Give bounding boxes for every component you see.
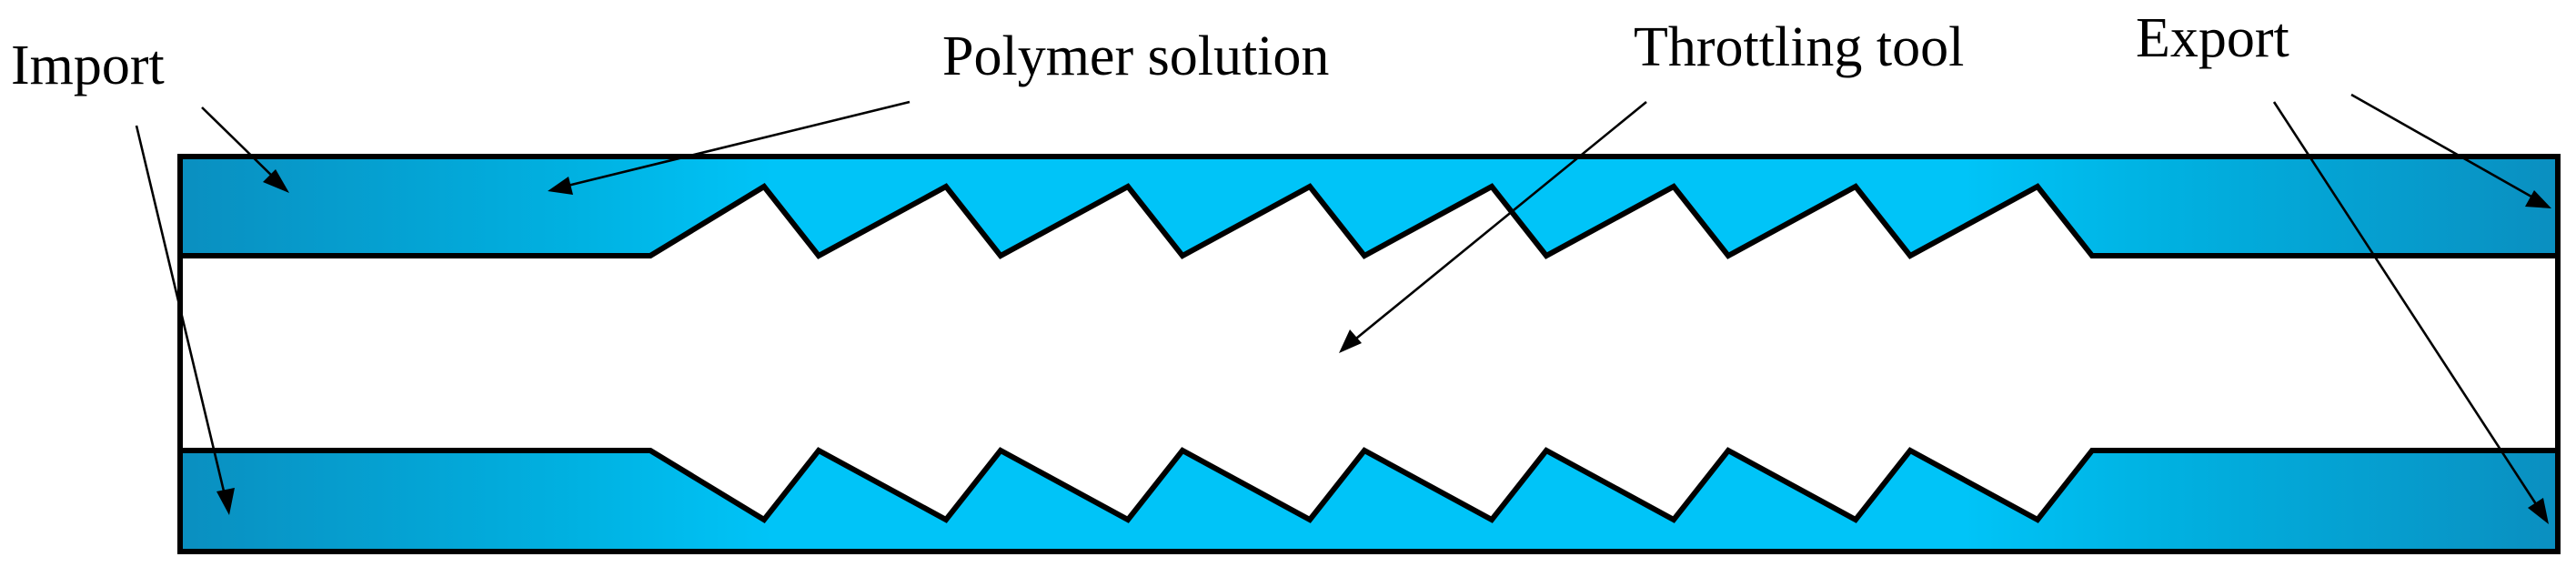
arrow-export-bottom — [2272, 101, 2549, 524]
label-import: Import — [11, 35, 165, 96]
arrow-import-bottom — [135, 125, 235, 515]
arrow-polymer-solution — [548, 100, 911, 195]
top-channel-edge — [180, 183, 2558, 259]
top-channel — [180, 157, 2558, 256]
bottom-channel-edge — [180, 447, 2558, 523]
label-throttling-tool: Throttling tool — [1634, 16, 1964, 78]
label-polymer-solution: Polymer solution — [942, 25, 1329, 87]
label-export: Export — [2136, 7, 2289, 69]
bottom-channel — [180, 451, 2558, 552]
arrow-import-top — [201, 106, 289, 193]
arrow-throttling-tool — [1339, 100, 1647, 353]
arrow-export-top — [2350, 93, 2551, 208]
tube-frame — [177, 154, 2561, 554]
